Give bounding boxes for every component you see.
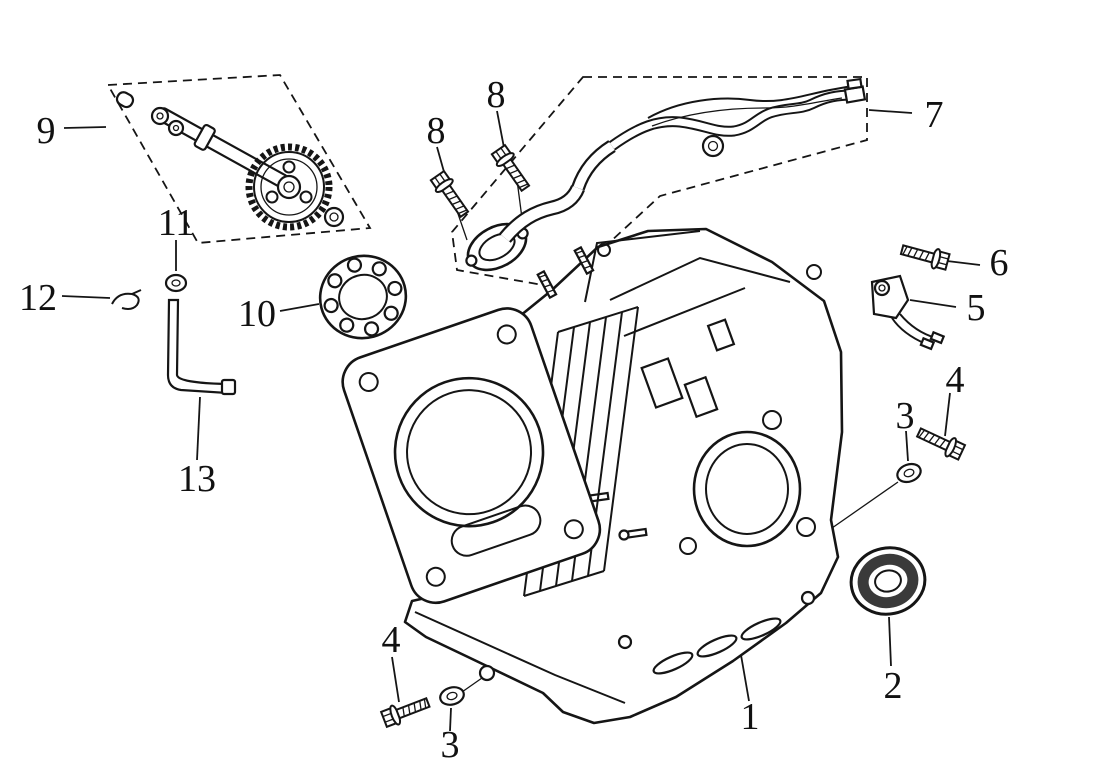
grommet-nut [701, 134, 725, 158]
cylinder-flange [341, 307, 602, 605]
flange-bolt-4-bottom [379, 692, 433, 730]
breather-elbow [465, 184, 585, 272]
cam-gear [245, 143, 333, 231]
callout-13: 13 [178, 458, 216, 500]
governor-washer [164, 273, 188, 293]
callout-11: 11 [158, 202, 195, 244]
leader-5 [909, 299, 957, 308]
leader-1 [740, 654, 750, 702]
gear-washer [323, 206, 345, 228]
leader-9 [63, 126, 107, 129]
leader-3-right [905, 430, 909, 462]
oil-switch [870, 274, 946, 351]
leader-4-bottom [391, 656, 400, 703]
wire-leads [647, 77, 863, 127]
leader-10 [279, 303, 320, 312]
callout-6: 6 [990, 242, 1009, 284]
leader-4-right [944, 392, 951, 437]
bolt-6 [898, 239, 952, 273]
governor-clip [111, 289, 142, 310]
camshaft-group-box [106, 74, 372, 244]
washer-3-bottom [439, 686, 465, 706]
breather-group-box [451, 76, 868, 289]
leader-lines [61, 109, 981, 732]
oil-seal [849, 546, 927, 616]
leader-2 [888, 616, 892, 667]
crankshaft-bore [679, 410, 816, 555]
callout-4-right: 4 [946, 359, 965, 401]
leader-3-bottom [449, 707, 452, 732]
callout-8-left: 8 [427, 110, 446, 152]
washer-3-right [896, 462, 922, 484]
align-line-3-4-bottom [461, 677, 483, 693]
callout-labels: 9 11 12 10 13 8 8 7 6 5 4 3 2 1 4 3 [19, 74, 1009, 766]
top-bracket [584, 230, 822, 419]
callout-3-right: 3 [896, 395, 915, 437]
shaft-washer [150, 106, 170, 126]
callout-9: 9 [37, 110, 56, 152]
leader-13 [196, 396, 201, 461]
cylinder-studs [536, 245, 595, 300]
callout-10: 10 [238, 293, 276, 335]
flange-bolt-4-right [913, 422, 967, 463]
callout-3-bottom: 3 [441, 724, 460, 766]
leader-7 [868, 109, 913, 114]
callout-2: 2 [884, 665, 903, 707]
leader-12 [61, 295, 111, 299]
callout-4-bottom: 4 [382, 619, 401, 661]
align-line-3-4-right [821, 481, 899, 536]
governor-arm [166, 298, 237, 396]
cylinder-bore [393, 376, 545, 528]
callout-8-right: 8 [487, 74, 506, 116]
flange-bolt-8-left [428, 168, 474, 221]
flange-bolt-8-right [489, 142, 535, 195]
breather-tube-assembly [465, 77, 867, 272]
callout-12: 12 [19, 277, 57, 319]
callout-7: 7 [925, 94, 944, 136]
crankcase-block [341, 227, 844, 725]
base-flange [414, 590, 816, 704]
callout-1: 1 [741, 696, 760, 738]
breather-hose [571, 140, 616, 191]
camshaft-assembly [115, 91, 345, 231]
dashed-group-boxes [106, 74, 868, 289]
ball-bearing [318, 254, 408, 340]
leader-6 [946, 260, 981, 266]
callout-5: 5 [967, 287, 986, 329]
tappet [115, 91, 135, 109]
